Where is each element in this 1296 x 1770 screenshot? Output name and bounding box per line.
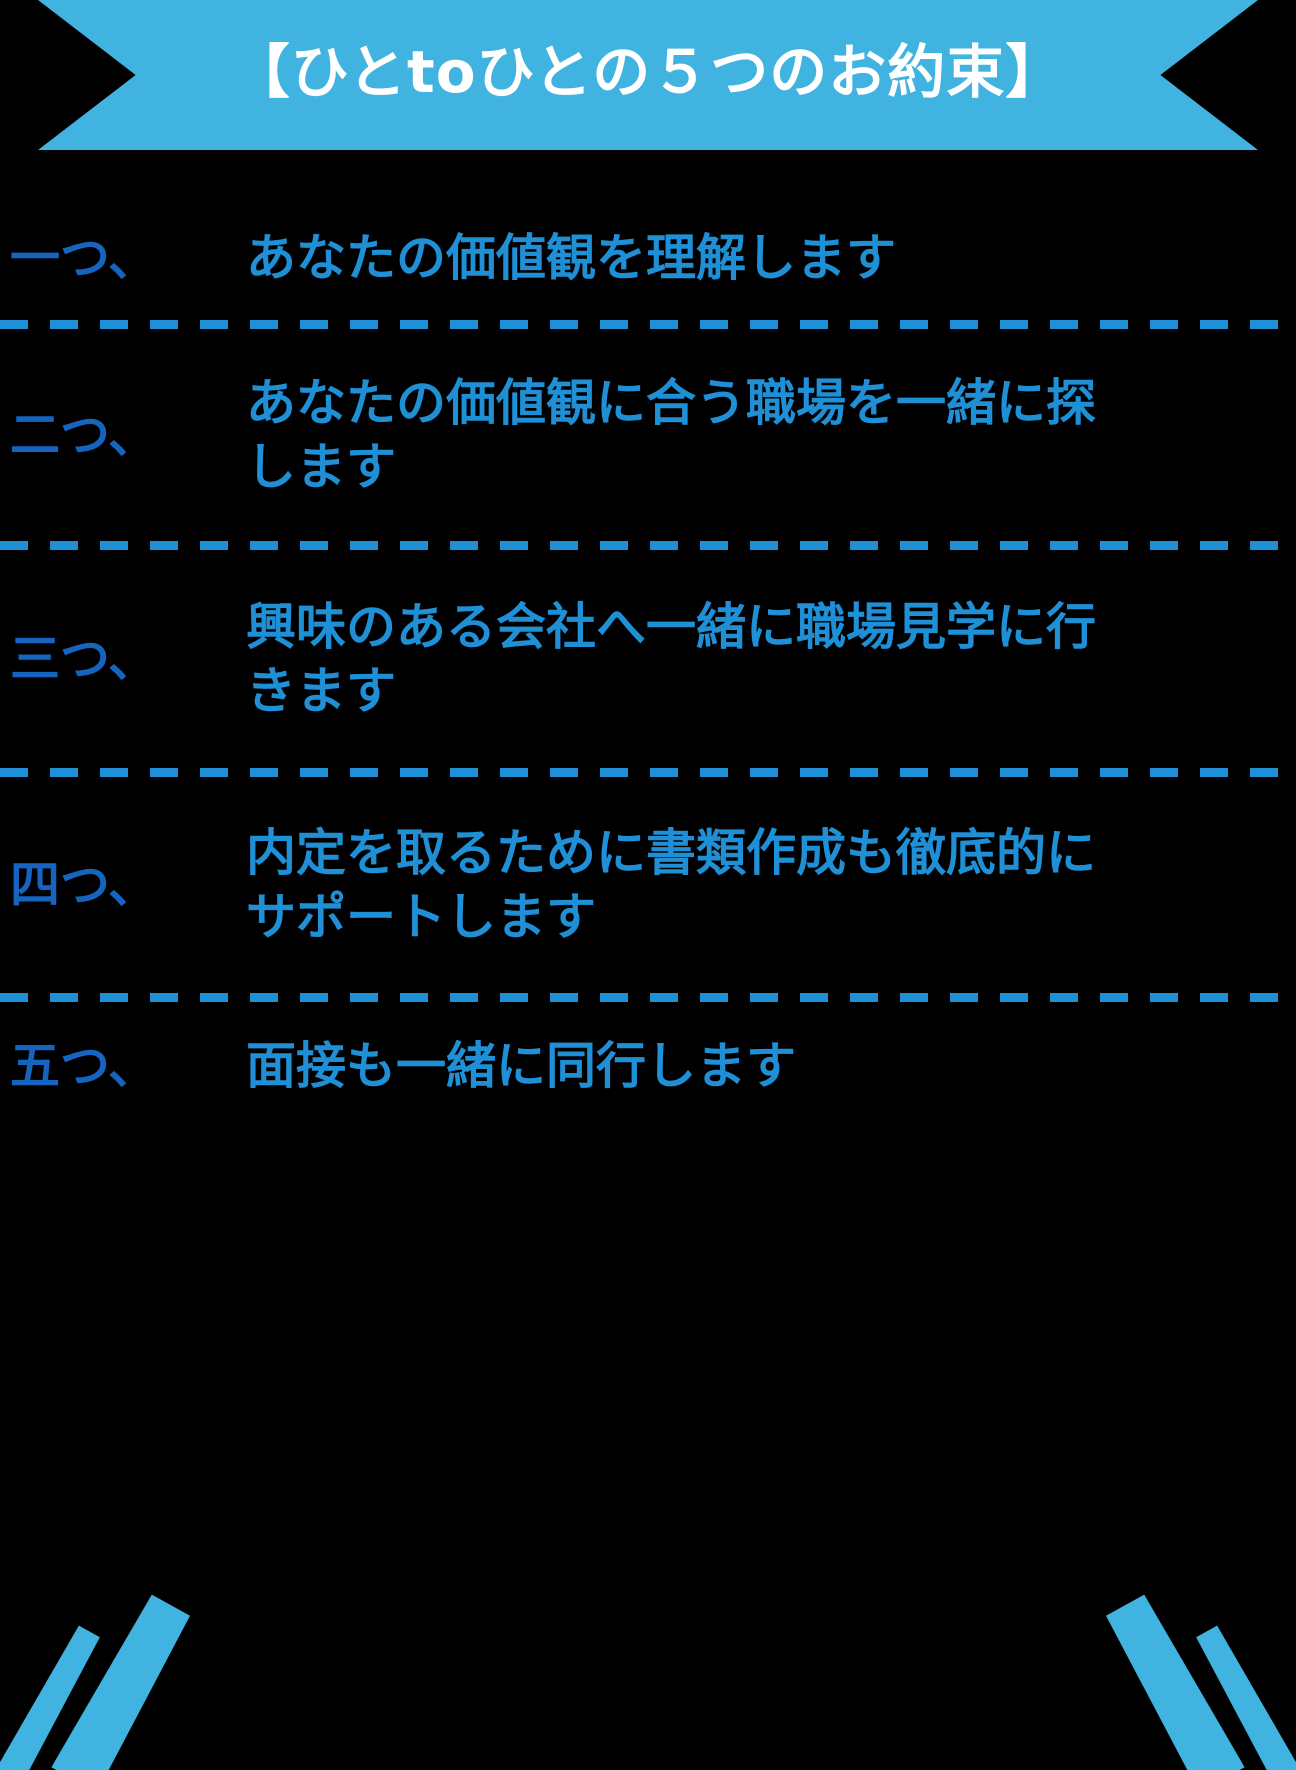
promise-text-2-line-2: します bbox=[246, 438, 396, 496]
divider-3 bbox=[0, 768, 1296, 777]
decoration-stroke-left-small-icon bbox=[0, 1624, 103, 1770]
promise-text-4: 内定を取るために書類作成も徹底的に サポートします bbox=[246, 821, 1276, 949]
ribbon-banner: 【ひとtoひとの５つのお約束】 bbox=[0, 0, 1296, 152]
promise-text-1-line-1: あなたの価値観を理解します bbox=[246, 229, 896, 287]
promise-item-3: 三つ、 興味のある会社へ一緒に職場見学に行 きます bbox=[0, 550, 1296, 768]
promise-item-2: 二つ、 あなたの価値観に合う職場を一緒に探 します bbox=[0, 329, 1296, 541]
promise-index-4: 四つ、 bbox=[10, 855, 158, 914]
ribbon-banner-shape bbox=[38, 0, 1258, 150]
divider-4 bbox=[0, 993, 1296, 1002]
promise-text-4-line-1: 内定を取るために書類作成も徹底的に bbox=[246, 824, 1096, 882]
divider-1 bbox=[0, 320, 1296, 329]
promise-item-4: 四つ、 内定を取るために書類作成も徹底的に サポートします bbox=[0, 777, 1296, 993]
page-title: 【ひとtoひとの５つのお約束】 bbox=[231, 38, 1065, 106]
decoration-stroke-left-large-icon bbox=[51, 1592, 193, 1770]
promise-text-3: 興味のある会社へ一緒に職場見学に行 きます bbox=[246, 595, 1276, 723]
promise-text-3-line-1: 興味のある会社へ一緒に職場見学に行 bbox=[246, 598, 1096, 656]
promise-text-5-line-1: 面接も一緒に同行します bbox=[246, 1037, 796, 1095]
divider-2 bbox=[0, 541, 1296, 550]
promise-index-2: 二つ、 bbox=[10, 405, 158, 464]
decoration-strokes-left-icon bbox=[0, 1430, 300, 1770]
promise-text-5: 面接も一緒に同行します bbox=[246, 1034, 1276, 1098]
decoration-strokes-right-icon bbox=[996, 1430, 1296, 1770]
promise-item-5: 五つ、 面接も一緒に同行します bbox=[0, 1002, 1296, 1130]
promise-text-1: あなたの価値観を理解します bbox=[246, 226, 1276, 290]
promise-index-5: 五つ、 bbox=[10, 1036, 158, 1095]
promise-text-4-line-2: サポートします bbox=[246, 888, 596, 946]
promise-index-3: 三つ、 bbox=[10, 629, 158, 688]
promise-text-3-line-2: きます bbox=[246, 662, 396, 720]
promise-list: 一つ、 あなたの価値観を理解します 二つ、 あなたの価値観に合う職場を一緒に探 … bbox=[0, 196, 1296, 1130]
promise-item-1: 一つ、 あなたの価値観を理解します bbox=[0, 196, 1296, 320]
promise-text-2-line-1: あなたの価値観に合う職場を一緒に探 bbox=[246, 374, 1096, 432]
promise-index-1: 一つ、 bbox=[10, 228, 158, 287]
decoration-stroke-right-large-icon bbox=[1102, 1592, 1244, 1770]
decoration-stroke-right-small-icon bbox=[1193, 1624, 1296, 1770]
promise-text-2: あなたの価値観に合う職場を一緒に探 します bbox=[246, 371, 1276, 499]
